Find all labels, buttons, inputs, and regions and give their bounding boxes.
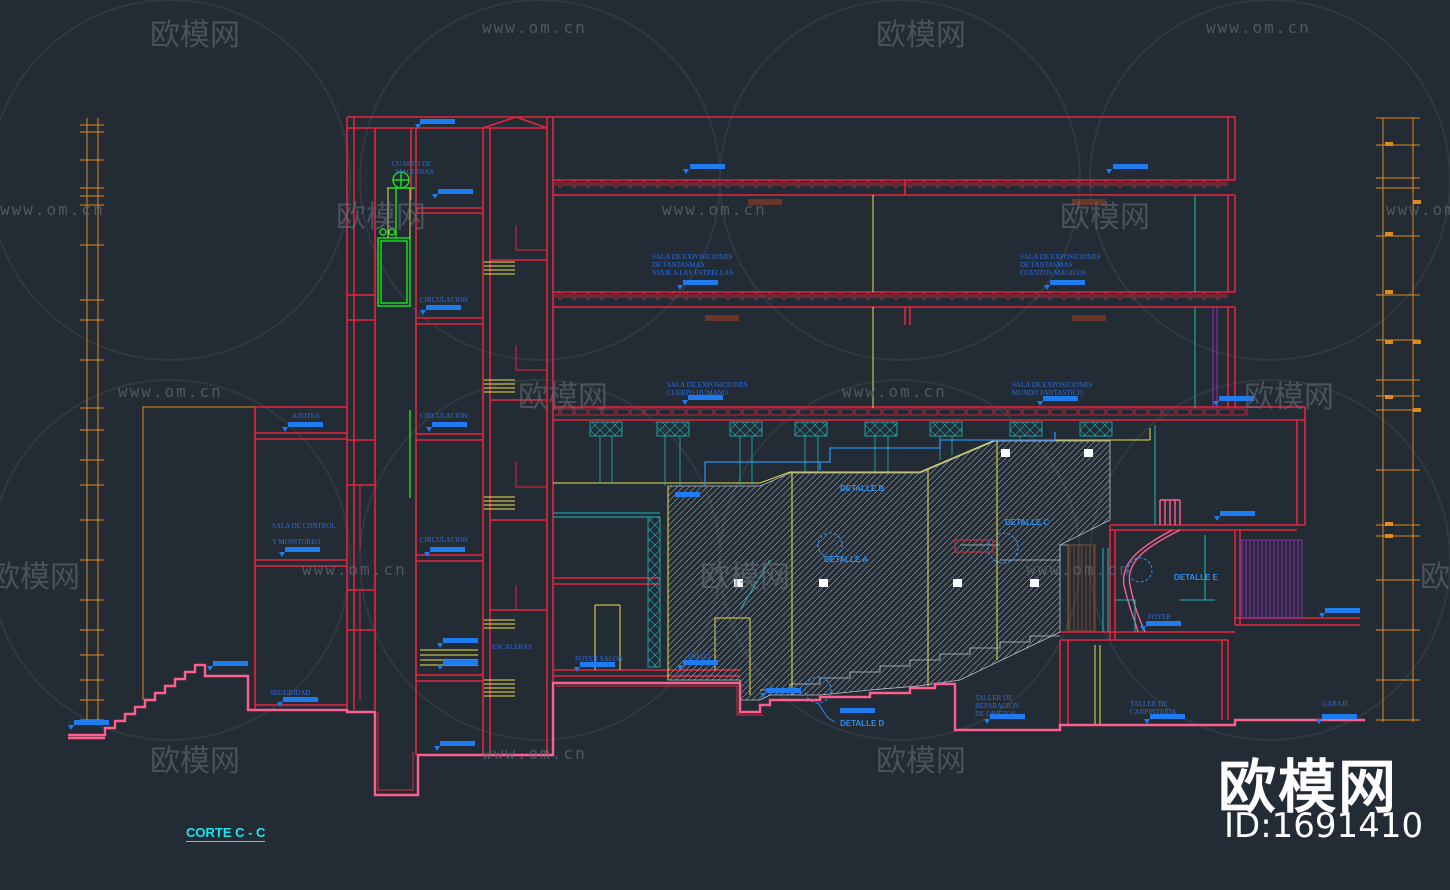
rigging-lines — [599, 436, 1021, 486]
elevator — [377, 171, 415, 498]
foyer-cyan-stair — [1102, 535, 1215, 632]
detail-label-d: DETALLE D — [840, 719, 885, 728]
watermark-brand: 欧模网 — [876, 18, 966, 53]
watermark-url: www.om.cn — [482, 744, 587, 763]
watermark-url: www.om.cn — [482, 18, 587, 37]
steel-truss — [647, 516, 661, 668]
seating-dividers — [667, 441, 998, 695]
section-title: CORTE C - C — [186, 825, 266, 842]
watermark-url: www.om.cn — [1206, 18, 1311, 37]
slab-hatching — [553, 180, 1248, 416]
watermark-brand: 欧模网 — [876, 744, 966, 779]
detail-label-c: DETALLE C — [1005, 518, 1050, 527]
left-annex — [142, 406, 255, 700]
brown-marks — [705, 199, 1106, 321]
corner-brand-logo: 欧模网 — [1218, 753, 1399, 821]
room-label-sala-cuerpo-humano: SALA DE EXPOSICIONES CUERPO HUMANO — [667, 381, 748, 397]
room-label-sala-fantasmas-1: SALA DE EXPOSICIONES DE FANTASMAS VIAJE … — [652, 253, 734, 277]
room-label-sala-control: SALA DE CONTROL — [272, 522, 336, 530]
watermark-brand: 欧模网 — [0, 560, 80, 595]
left-dimension-chain — [80, 118, 104, 722]
room-label-taller-carpinteria: TALLER DE CARPINTERIA — [1130, 700, 1177, 716]
spiral-stair — [1122, 499, 1181, 633]
watermark-url: www.om.cn — [0, 200, 105, 219]
room-label-sala-mundo-fantastico: SALA DE EXPOSICIONES MUNDO FANTASTICO — [1012, 381, 1093, 397]
watermark-brand: 欧模网 — [518, 380, 608, 415]
elevator-pulley-yellow — [387, 188, 411, 238]
detail-label-a: DETALLE A — [824, 555, 868, 564]
building-walls — [254, 116, 1360, 755]
detail-label-e: DETALLE E — [1174, 573, 1218, 582]
watermark-brand: 欧模网 — [150, 744, 240, 779]
watermark-brand: 欧模网 — [336, 200, 426, 235]
room-label-foyer: FOYER — [1148, 613, 1171, 621]
stage-curtain — [954, 539, 1303, 632]
room-label-palco: PALCO — [688, 653, 711, 661]
room-label-circulacion: CIRCULACION — [420, 412, 468, 420]
room-label-circulacion: CIRCULACION — [420, 296, 468, 304]
room-label-sala-fantasmas-2: SALA DE EXPOSICIONES DE FANTASMAS CUENTO… — [1020, 253, 1101, 277]
detail-d-leader — [817, 702, 836, 723]
room-label-cuarto-maquinas: CUARTO DE MAQUINAS — [392, 160, 434, 176]
ducts — [704, 432, 1056, 485]
watermark-url: www.om.cn — [118, 382, 223, 401]
watermark-url: www.om.cn — [1026, 560, 1131, 579]
ground-line-red — [377, 685, 763, 791]
exit-lights — [734, 449, 1093, 587]
watermark-url: www.om.cn — [302, 560, 407, 579]
room-label-garaje: GARAJE — [1322, 700, 1349, 708]
rigging-boxes — [589, 421, 1113, 437]
watermark-brand: 欧模网 — [1244, 380, 1334, 415]
ground-line — [68, 663, 1365, 797]
room-label-escaleras: ESCALERAS — [492, 643, 533, 651]
room-label-y-monitoreo: Y MONITOREO — [272, 538, 321, 546]
watermark-url: www.om.cn — [662, 200, 767, 219]
level-tags — [68, 119, 1360, 751]
room-label-azotea: AZOTEA — [292, 412, 320, 420]
stair-rails — [359, 225, 547, 700]
room-label-seguridad: SEGURIDAD — [270, 689, 311, 697]
room-label-foyer-salon: FOYER SALON — [575, 655, 624, 663]
watermark-url: www.om.cn — [1386, 200, 1450, 219]
stair-landings — [420, 261, 515, 697]
watermark-url: www.om.cn — [842, 382, 947, 401]
watermark-brand: 欧模网 — [1060, 200, 1150, 235]
room-label-circulacion: CIRCULACION — [420, 536, 468, 544]
right-dimension-chain — [1376, 117, 1421, 722]
watermark-brand: 欧模网 — [700, 560, 790, 595]
model-id-label: ID:1691410 — [1224, 806, 1424, 846]
watermark-brand: 欧模网 — [150, 18, 240, 53]
room-label-taller-reparacion: TALLER DE REPARACION DE OBJETOS — [975, 694, 1020, 718]
detail-label-b: DETALLE B — [840, 484, 885, 493]
watermark-brand: 欧模网 — [1420, 560, 1450, 595]
